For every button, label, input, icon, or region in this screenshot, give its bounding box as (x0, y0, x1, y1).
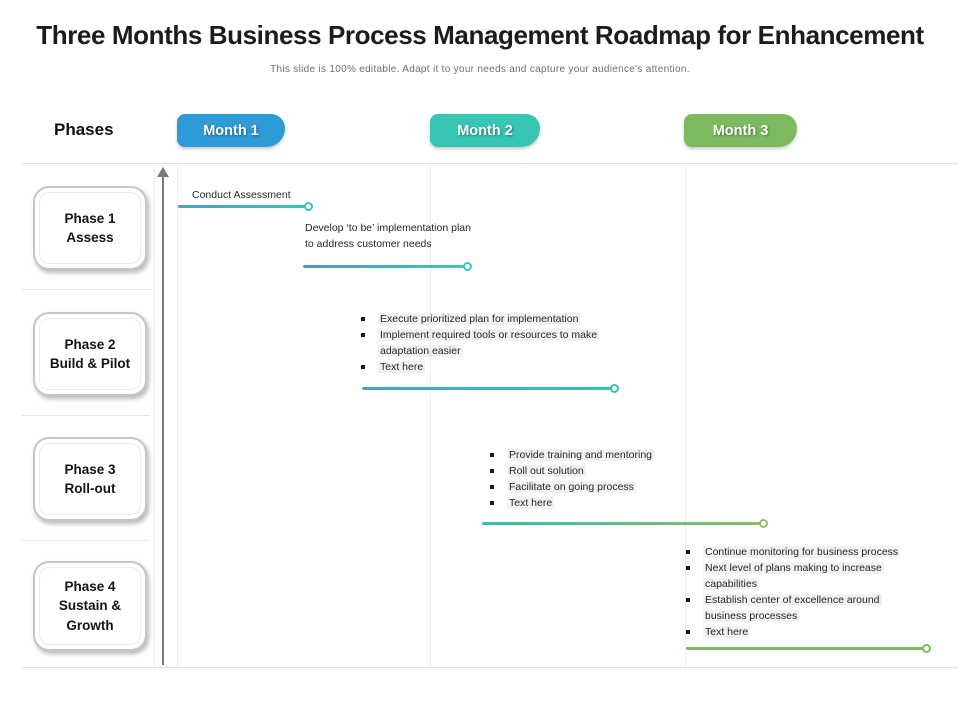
timeline-arrow-shaft (162, 176, 164, 665)
month-2-column-line (430, 163, 431, 667)
bullet-item: Roll out solution (481, 463, 721, 479)
phase-box-3-line-1: Phase 3 (64, 461, 116, 477)
bullet-text: Provide training and mentoring (507, 449, 655, 461)
phase-box-1-line-1: Phase 1 (64, 210, 116, 226)
task-2-label[interactable]: Develop ‘to be’ implementation plan to a… (305, 222, 471, 250)
bullet-text: Execute prioritized plan for implementat… (378, 313, 581, 325)
slide-subtitle: This slide is 100% editable. Adapt it to… (270, 64, 690, 75)
bullet-item: Continue monitoring for business process (677, 544, 919, 560)
bullet-square-icon (490, 453, 494, 457)
phase-box-4[interactable]: Phase 4 Sustain & Growth (33, 561, 147, 651)
bullet-item: Text here (677, 624, 919, 640)
phase-box-2-line-1: Phase 2 (64, 336, 116, 352)
bullet-text: Next level of plans making to increase c… (703, 562, 884, 590)
bullet-text: Text here (507, 497, 555, 509)
bullet-square-icon (686, 630, 690, 634)
task-2-endpoint-dot-icon (463, 262, 472, 271)
phase-row-divider-1 (22, 289, 150, 290)
slide-title: Three Months Business Process Management… (36, 20, 924, 50)
month-1-column-line (177, 163, 178, 667)
content-top-border (22, 163, 958, 164)
task-1-label[interactable]: Conduct Assessment (192, 189, 291, 201)
bullet-item: Facilitate on going process (481, 479, 721, 495)
task-3-timeline-bar (362, 387, 611, 390)
bullet-item: Text here (352, 359, 614, 375)
month-tab-3[interactable]: Month 3 (684, 114, 797, 147)
task-2-timeline-bar (303, 265, 465, 268)
month-tab-3-label: Month 3 (712, 122, 769, 139)
bullet-text: Text here (703, 626, 751, 638)
bullet-item: Provide training and mentoring (481, 447, 721, 463)
bullet-text: Facilitate on going process (507, 481, 636, 493)
phases-heading: Phases (54, 120, 114, 139)
month-3-column-line (685, 163, 686, 667)
month-tab-2-label: Month 2 (457, 122, 513, 139)
task-3-bullet-list[interactable]: Execute prioritized plan for implementat… (352, 311, 614, 375)
task-4-timeline-bar (482, 522, 760, 525)
phase-row-divider-3 (22, 540, 150, 541)
month-tab-2[interactable]: Month 2 (430, 114, 540, 147)
bullet-text: Establish center of excellence around bu… (703, 594, 882, 622)
task-4-endpoint-dot-icon (759, 519, 768, 528)
bullet-text: Text here (378, 361, 426, 373)
bullet-square-icon (490, 485, 494, 489)
phase-box-4-line-2: Sustain & (58, 598, 122, 614)
bullet-square-icon (361, 317, 365, 321)
task-1-timeline-bar (178, 205, 306, 208)
phase-box-2-line-2: Build & Pilot (49, 356, 131, 371)
bullet-square-icon (686, 566, 690, 570)
phase-box-2[interactable]: Phase 2 Build & Pilot (33, 312, 147, 396)
bullet-square-icon (686, 598, 690, 602)
task-4-bullet-list[interactable]: Provide training and mentoring Roll out … (481, 447, 721, 511)
phase-row-divider-2 (22, 415, 150, 416)
bullet-item: Next level of plans making to increase c… (677, 560, 919, 592)
phase-box-3[interactable]: Phase 3 Roll-out (33, 437, 147, 521)
bullet-item: Text here (481, 495, 721, 511)
bullet-square-icon (490, 469, 494, 473)
month-tab-1[interactable]: Month 1 (177, 114, 285, 147)
month-tab-1-label: Month 1 (203, 122, 259, 139)
phase-box-1[interactable]: Phase 1 Assess (33, 186, 147, 270)
task-3-endpoint-dot-icon (610, 384, 619, 393)
task-5-timeline-bar (686, 647, 924, 650)
task-5-endpoint-dot-icon (922, 644, 931, 653)
bullet-item: Implement required tools or resources to… (352, 327, 614, 359)
bullet-item: Establish center of excellence around bu… (677, 592, 919, 624)
bullet-square-icon (686, 550, 690, 554)
phase-box-4-line-3: Growth (66, 617, 114, 633)
bullet-item: Execute prioritized plan for implementat… (352, 311, 614, 327)
arrow-up-icon (157, 167, 169, 177)
bullet-text: Roll out solution (507, 465, 586, 477)
task-5-bullet-list[interactable]: Continue monitoring for business process… (677, 544, 919, 640)
bullet-square-icon (361, 365, 365, 369)
phase-box-4-line-1: Phase 4 (64, 578, 116, 594)
phase-box-1-line-2: Assess (66, 230, 114, 245)
phase-box-3-line-2: Roll-out (64, 481, 116, 496)
bullet-square-icon (490, 501, 494, 505)
content-bottom-border (22, 667, 958, 668)
bullet-square-icon (361, 333, 365, 337)
bullet-text: Implement required tools or resources to… (378, 329, 600, 357)
phases-column-divider (154, 163, 155, 667)
task-1-endpoint-dot-icon (304, 202, 313, 211)
bullet-text: Continue monitoring for business process (703, 546, 901, 558)
